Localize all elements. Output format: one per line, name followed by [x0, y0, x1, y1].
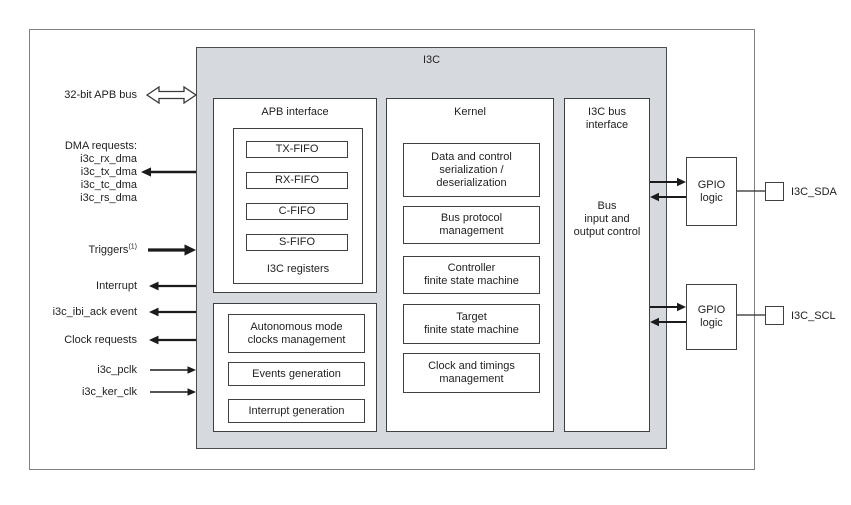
events-generation-box: Events generation	[228, 362, 365, 386]
controller-fsm-box: Controller finite state machine	[403, 256, 540, 294]
scl-pad	[765, 306, 784, 325]
interrupt-generation-box: Interrupt generation	[228, 399, 365, 423]
bus-io-control-label: Bus input and output control	[573, 200, 641, 238]
label-ibi-ack: i3c_ibi_ack event	[52, 306, 137, 318]
apb-interface-title: APB interface	[261, 106, 329, 118]
i3c-registers-box: TX-FIFO RX-FIFO C-FIFO S-FIFO I3C regist…	[233, 128, 363, 284]
label-triggers: Triggers(1)	[88, 243, 138, 256]
label-ker-clk: i3c_ker_clk	[81, 386, 137, 398]
label-pclk: i3c_pclk	[97, 364, 137, 376]
clocks-events-box: Autonomous mode clocks management Events…	[213, 303, 377, 432]
kernel-box: Kernel Data and control serialization / …	[386, 98, 554, 432]
apb-interface-box: APB interface TX-FIFO RX-FIFO C-FIFO S-F…	[213, 98, 377, 293]
rx-fifo-box: RX-FIFO	[246, 172, 348, 189]
kernel-title: Kernel	[454, 106, 486, 118]
gpio-logic-top-box: GPIO logic	[686, 157, 737, 226]
label-apb-bus: 32-bit APB bus	[64, 89, 137, 101]
autonomous-clocks-box: Autonomous mode clocks management	[228, 314, 365, 353]
target-fsm-box: Target finite state machine	[403, 304, 540, 344]
sda-pad	[765, 182, 784, 201]
i3c-bus-interface-title: I3C bus interface	[585, 106, 629, 131]
label-clock-requests: Clock requests	[64, 334, 137, 346]
dma-requests-group: DMA requests: i3c_rx_dma i3c_tx_dma i3c_…	[0, 140, 137, 205]
label-interrupt: Interrupt	[96, 280, 137, 292]
label-dma-rx: i3c_rx_dma	[80, 153, 137, 165]
gpio-logic-bottom-box: GPIO logic	[686, 284, 737, 350]
i3c-bus-interface-box: I3C bus interface Bus input and output c…	[564, 98, 650, 432]
clock-timings-box: Clock and timings management	[403, 353, 540, 393]
sda-pad-label: I3C_SDA	[791, 186, 837, 198]
tx-fifo-box: TX-FIFO	[246, 141, 348, 158]
label-dma-tc: i3c_tc_dma	[80, 179, 137, 191]
label-dma-rs: i3c_rs_dma	[80, 192, 137, 204]
i3c-title: I3C	[422, 54, 441, 66]
c-fifo-box: C-FIFO	[246, 203, 348, 220]
scl-pad-label: I3C_SCL	[791, 310, 836, 322]
i3c-registers-label: I3C registers	[266, 263, 330, 275]
bus-protocol-box: Bus protocol management	[403, 206, 540, 244]
label-dma-header: DMA requests:	[64, 140, 137, 152]
serialization-box: Data and control serialization / deseria…	[403, 143, 540, 197]
triggers-footnote: (1)	[128, 243, 137, 251]
s-fifo-box: S-FIFO	[246, 234, 348, 251]
label-dma-tx: i3c_tx_dma	[80, 166, 137, 178]
